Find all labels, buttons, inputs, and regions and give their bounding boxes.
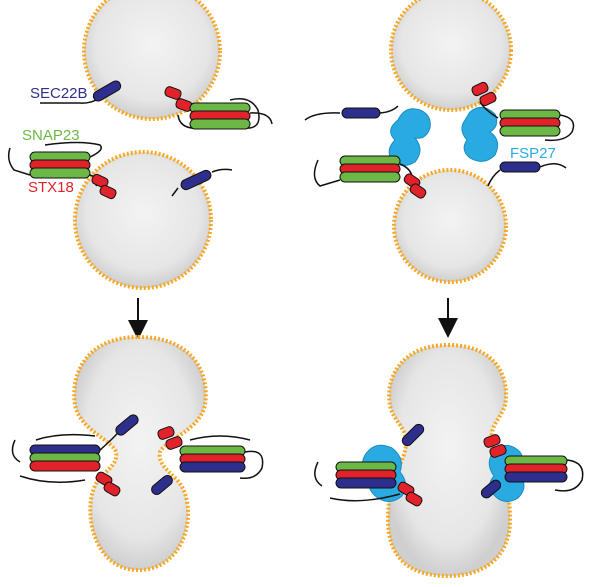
sec22b-protein-bottom xyxy=(171,168,233,197)
snare-bundle-tr xyxy=(471,81,575,142)
snare-bundle-right xyxy=(177,98,273,130)
snare-bundle-left xyxy=(7,141,102,187)
panel-bottom-right xyxy=(314,342,584,579)
snare-bundle-tr-left xyxy=(313,155,427,199)
fusing-droplets-right xyxy=(385,342,513,579)
snare-complex-right xyxy=(151,426,264,495)
fsp27-protein xyxy=(388,107,499,166)
panel-bottom-left xyxy=(11,334,264,573)
label-fsp27: FSP27 xyxy=(510,145,556,162)
sec22b-protein-tr xyxy=(304,105,399,121)
fusing-droplets-left xyxy=(72,334,208,573)
lipid-droplet-bottom xyxy=(73,150,213,290)
lipid-droplet-top xyxy=(82,0,222,121)
label-stx18: STX18 xyxy=(28,179,74,196)
label-snap23: SNAP23 xyxy=(22,127,80,144)
panel-top-right: FSP27 xyxy=(304,0,575,284)
stx18-protein-top xyxy=(164,86,193,112)
snare-complex-left xyxy=(11,414,139,497)
panel-top-left: SEC22B SNAP23 STX18 xyxy=(7,0,273,290)
snare-complex-br-right xyxy=(480,434,584,499)
label-sec22b: SEC22B xyxy=(30,85,88,102)
sec22b-protein xyxy=(40,80,122,104)
sec22b-protein-br-top xyxy=(487,161,567,187)
snare-complex-br-left xyxy=(314,423,425,507)
stx18-protein-bottom xyxy=(91,173,117,200)
